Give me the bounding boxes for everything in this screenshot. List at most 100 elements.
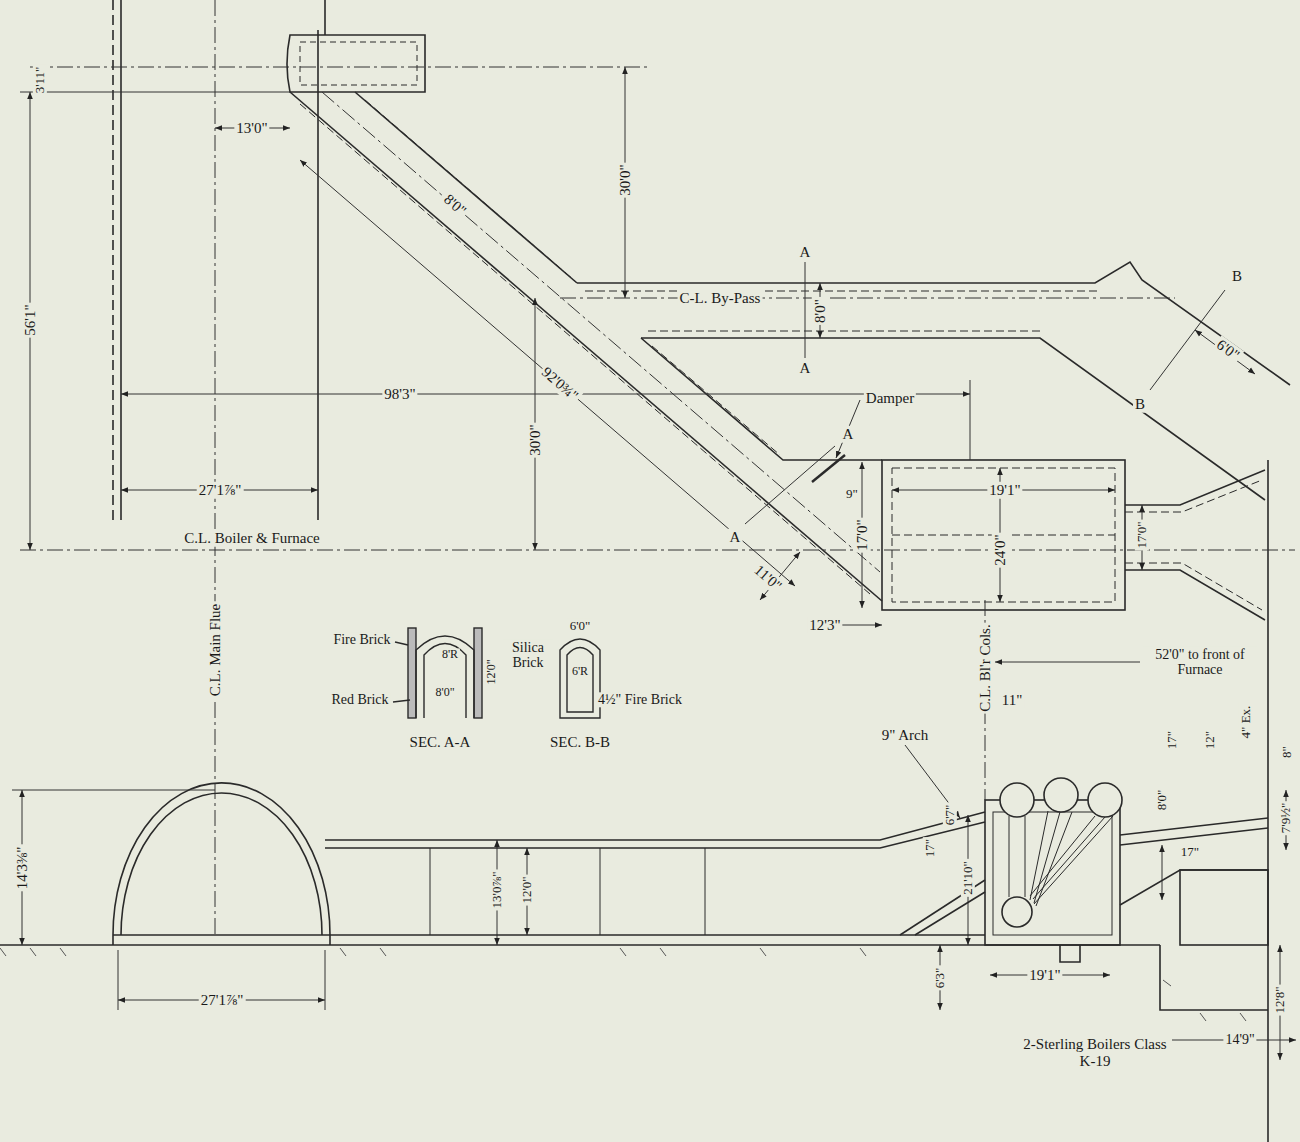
dimension-label: B (1230, 268, 1244, 285)
dimension-label: C.L. Main Flue (207, 602, 224, 699)
dimension-label: 8'0" (433, 686, 456, 699)
drawing-line (745, 446, 835, 524)
dimension-label: 11'0" (749, 560, 786, 595)
dimension-label: 17" (1179, 845, 1201, 859)
dimension-label: 2-Sterling Boilers Class K-19 (1018, 1036, 1172, 1069)
drawing-line (416, 636, 474, 718)
dimension-label: 12'3" (807, 617, 842, 634)
drawing-line (1060, 945, 1080, 962)
drawing-line (560, 639, 600, 718)
drawing-line (641, 338, 882, 460)
drawing-line (121, 793, 322, 935)
dimension-label: 3'11" (33, 65, 47, 96)
drawing-line (300, 104, 870, 594)
dimension-label: 12'0" (520, 874, 534, 905)
drawing-line (1125, 570, 1265, 620)
drawing-line (215, 0, 216, 935)
drawing-line (1125, 480, 1262, 512)
drawing-line (993, 812, 1112, 935)
drawing-line (113, 0, 1290, 1142)
dimension-label: 98'3" (382, 386, 417, 403)
dimension-label: 4" Ex. (1239, 704, 1253, 741)
dimension-label: 52'0" to front of Furnace (1143, 647, 1257, 678)
drawing-line (1162, 845, 1163, 900)
drawing-line (322, 92, 880, 572)
drawing-line (20, 92, 290, 93)
drawing-line (652, 346, 780, 455)
drawing-line (355, 92, 577, 283)
drawing-line (560, 298, 1175, 299)
dimension-label: C.L. Boiler & Furnace (182, 530, 321, 547)
dimension-label: A (728, 529, 743, 546)
dimension-label: Damper (864, 390, 916, 407)
drawing-line (430, 848, 431, 935)
drawing-line (395, 642, 408, 645)
dimension-label: 27'1⅞" (199, 992, 246, 1009)
drawing-line (892, 468, 1115, 602)
drawing-line (121, 394, 970, 395)
drawing-line (365, 100, 575, 281)
dimension-label: 17'0" (1135, 519, 1149, 550)
drawing-line (840, 625, 882, 626)
dimension-label: 8'0" (1155, 788, 1169, 813)
dimension-label: 8" (1280, 744, 1294, 760)
drawing-line (324, 0, 326, 35)
dimension-label: 11" (1000, 692, 1025, 709)
drawing-line (325, 812, 985, 840)
dimension-label: 13'0⅞" (490, 870, 504, 911)
drawing-line (300, 160, 795, 586)
drawing-line (1180, 870, 1268, 945)
dimension-label: 30'0" (527, 422, 544, 457)
drawing-line (1002, 897, 1032, 927)
dimension-label: 30'0" (617, 162, 634, 197)
dimension-label: 21'10" (961, 859, 975, 897)
dimension-label: 17" (923, 837, 937, 859)
drawing-line (882, 460, 1125, 610)
drawing-line (393, 628, 610, 718)
dimension-label: 12'0" (485, 657, 498, 686)
drawing-line (915, 892, 985, 935)
drawing-line (120, 0, 122, 520)
drawing-line (113, 934, 985, 936)
dimension-label: SEC. A-A (408, 734, 473, 751)
drawing-line (1125, 563, 1262, 610)
drawing-line (1044, 778, 1078, 812)
dimension-label: Silica Brick (503, 640, 553, 671)
drawing-line (1000, 783, 1034, 817)
dimension-label: 6'0" (1212, 335, 1244, 365)
drawing-line (985, 800, 1120, 945)
drawing-line (317, 30, 319, 520)
drawing-line (1160, 945, 1268, 1010)
drawing-line (1088, 783, 1122, 817)
dimension-label: 27'1⅞" (197, 482, 244, 499)
drawing-line (1120, 828, 1268, 845)
drawing-line (585, 291, 1098, 292)
drawing-line (325, 822, 985, 848)
dimension-label: 14'3⅜" (14, 845, 31, 892)
dimension-label: 12'8" (1273, 984, 1287, 1015)
dimension-label: 12" (1203, 729, 1217, 751)
drawing-line (118, 950, 119, 1010)
drawing-line (995, 662, 1140, 663)
dimension-label: 6'3" (933, 966, 947, 991)
dimension-label: 6'7" (943, 803, 957, 828)
dimension-label: 19'1" (1027, 967, 1062, 984)
dimension-label: 17" (1165, 729, 1179, 751)
dimension-label: 24'0" (992, 532, 1009, 567)
dimension-label: 8'0" (812, 297, 829, 325)
drawing-line (648, 331, 1042, 332)
drawing-line (474, 628, 482, 718)
dimension-label: 92'0¾" (537, 362, 583, 405)
dimension-label: B (1133, 396, 1147, 413)
drawing-line (0, 948, 1246, 1021)
dimension-label: 9" Arch (880, 727, 931, 744)
drawing-line (112, 0, 114, 520)
drawing-line (0, 948, 1246, 1021)
dimension-label: Fire Brick (331, 632, 392, 647)
dimension-label: A (841, 426, 856, 443)
drawing-line (1030, 811, 1072, 906)
drawing-line (805, 262, 806, 358)
drawing-line (1195, 330, 1255, 374)
